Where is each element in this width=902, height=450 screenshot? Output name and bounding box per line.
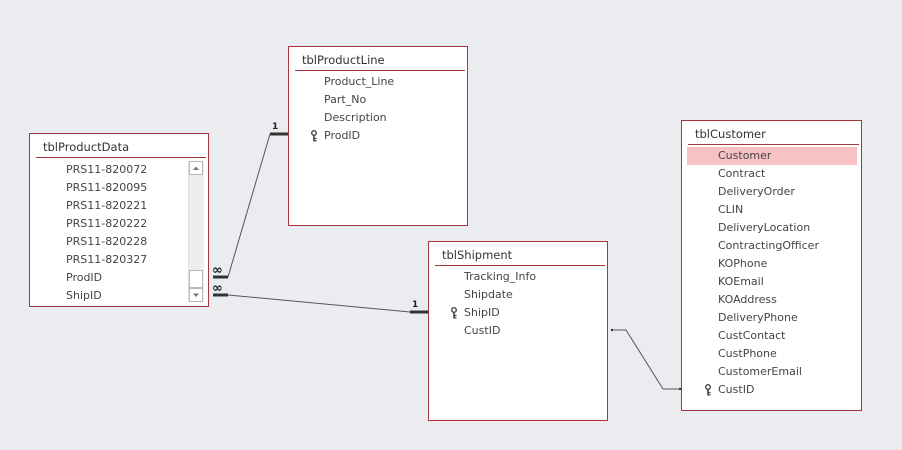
field-row[interactable]: KOAddress — [687, 291, 857, 309]
field-label: KOPhone — [718, 257, 768, 270]
field-label: KOAddress — [718, 293, 777, 306]
cardinality-one-label: 1 — [272, 122, 279, 132]
field-label: CustID — [464, 324, 501, 337]
title-divider — [688, 144, 859, 145]
field-label: PRS11-820072 — [66, 163, 148, 176]
title-divider — [36, 157, 206, 158]
relationship-productdata-productline[interactable] — [213, 132, 288, 279]
cardinality-many-label: ∞ — [212, 263, 223, 278]
field-label: PRS11-820327 — [66, 253, 148, 266]
field-row[interactable]: Shipdate — [429, 286, 607, 304]
field-row[interactable]: Contract — [687, 165, 857, 183]
key-icon — [451, 307, 457, 319]
field-label: PRS11-820095 — [66, 181, 148, 194]
field-row[interactable]: CustID — [687, 381, 857, 399]
field-list[interactable]: Product_Line Part_No Description ProdID — [289, 73, 467, 145]
field-label: DeliveryOrder — [718, 185, 795, 198]
field-label: ShipID — [464, 306, 500, 319]
chevron-up-icon — [193, 166, 199, 170]
table-customer[interactable]: tblCustomer Customer Contract DeliveryOr… — [681, 120, 862, 411]
field-label: Contract — [718, 167, 766, 180]
field-row[interactable]: ContractingOfficer — [687, 237, 857, 255]
cardinality-many-label: ∞ — [212, 281, 223, 296]
field-row[interactable]: DeliveryOrder — [687, 183, 857, 201]
field-label: Tracking_Info — [464, 270, 537, 283]
field-label: Shipdate — [464, 288, 513, 301]
chevron-down-icon — [193, 293, 199, 297]
field-row[interactable]: PRS11-820221 — [30, 197, 208, 215]
field-row[interactable]: ShipID — [429, 304, 607, 322]
relationship-shipment-customer[interactable] — [610, 328, 682, 391]
field-label: PRS11-820221 — [66, 199, 148, 212]
field-label: PRS11-820222 — [66, 217, 148, 230]
field-row[interactable]: DeliveryLocation — [687, 219, 857, 237]
cardinality-one-label: 1 — [412, 300, 419, 310]
field-row[interactable]: PRS11-820228 — [30, 233, 208, 251]
field-list[interactable]: Tracking_Info Shipdate ShipID CustID — [429, 268, 607, 340]
field-label: ShipID — [66, 289, 102, 302]
field-row[interactable]: PRS11-820222 — [30, 215, 208, 233]
table-title: tblProductLine — [302, 53, 385, 67]
field-label: ContractingOfficer — [718, 239, 819, 252]
table-product-data[interactable]: tblProductData PRS11-820072 PRS11-820095… — [29, 133, 209, 307]
field-row[interactable]: Product_Line — [289, 73, 467, 91]
field-list[interactable]: Customer Contract DeliveryOrder CLIN Del… — [687, 147, 857, 399]
field-row[interactable]: CustPhone — [687, 345, 857, 363]
key-icon — [705, 384, 711, 396]
field-row[interactable]: ShipID — [30, 287, 208, 305]
field-label: DeliveryLocation — [718, 221, 811, 234]
field-row[interactable]: PRS11-820327 — [30, 251, 208, 269]
field-label: Product_Line — [324, 75, 395, 88]
field-row[interactable]: ProdID — [289, 127, 467, 145]
field-row[interactable]: CustomerEmail — [687, 363, 857, 381]
field-row[interactable]: CLIN — [687, 201, 857, 219]
field-label: CustPhone — [718, 347, 777, 360]
scroll-thumb[interactable] — [189, 270, 203, 288]
field-row-selected[interactable]: Customer — [687, 147, 857, 165]
table-product-line[interactable]: tblProductLine Product_Line Part_No Desc… — [288, 46, 468, 226]
field-row[interactable]: PRS11-820095 — [30, 179, 208, 197]
field-label: DeliveryPhone — [718, 311, 798, 324]
table-title: tblProductData — [43, 140, 130, 154]
key-icon — [311, 130, 317, 142]
field-label: Description — [324, 111, 387, 124]
field-label: ProdID — [66, 271, 103, 284]
scroll-down-button[interactable] — [189, 288, 203, 302]
table-shipment[interactable]: tblShipment Tracking_Info Shipdate ShipI… — [428, 241, 608, 421]
field-row[interactable]: PRS11-820072 — [30, 161, 208, 179]
field-label: Part_No — [324, 93, 367, 106]
field-label: PRS11-820228 — [66, 235, 148, 248]
field-row[interactable]: CustContact — [687, 327, 857, 345]
field-row[interactable]: KOEmail — [687, 273, 857, 291]
field-label: CustomerEmail — [718, 365, 802, 378]
field-row[interactable]: KOPhone — [687, 255, 857, 273]
table-title: tblCustomer — [695, 127, 766, 141]
table-title: tblShipment — [442, 248, 513, 262]
vertical-scrollbar[interactable] — [188, 161, 204, 302]
field-row[interactable]: DeliveryPhone — [687, 309, 857, 327]
field-label: KOEmail — [718, 275, 764, 288]
field-label: CustContact — [718, 329, 786, 342]
title-divider — [295, 70, 465, 71]
title-divider — [435, 265, 605, 266]
field-list[interactable]: PRS11-820072 PRS11-820095 PRS11-820221 P… — [30, 161, 208, 305]
field-row[interactable]: ProdID — [30, 269, 208, 287]
field-row[interactable]: Description — [289, 109, 467, 127]
field-label: Customer — [718, 149, 772, 162]
field-label: ProdID — [324, 129, 361, 142]
field-label: CLIN — [718, 203, 744, 216]
field-label: CustID — [718, 383, 755, 396]
field-row[interactable]: Tracking_Info — [429, 268, 607, 286]
relationship-productdata-shipment[interactable] — [213, 293, 428, 314]
field-row[interactable]: Part_No — [289, 91, 467, 109]
scroll-up-button[interactable] — [189, 161, 203, 175]
field-row[interactable]: CustID — [429, 322, 607, 340]
